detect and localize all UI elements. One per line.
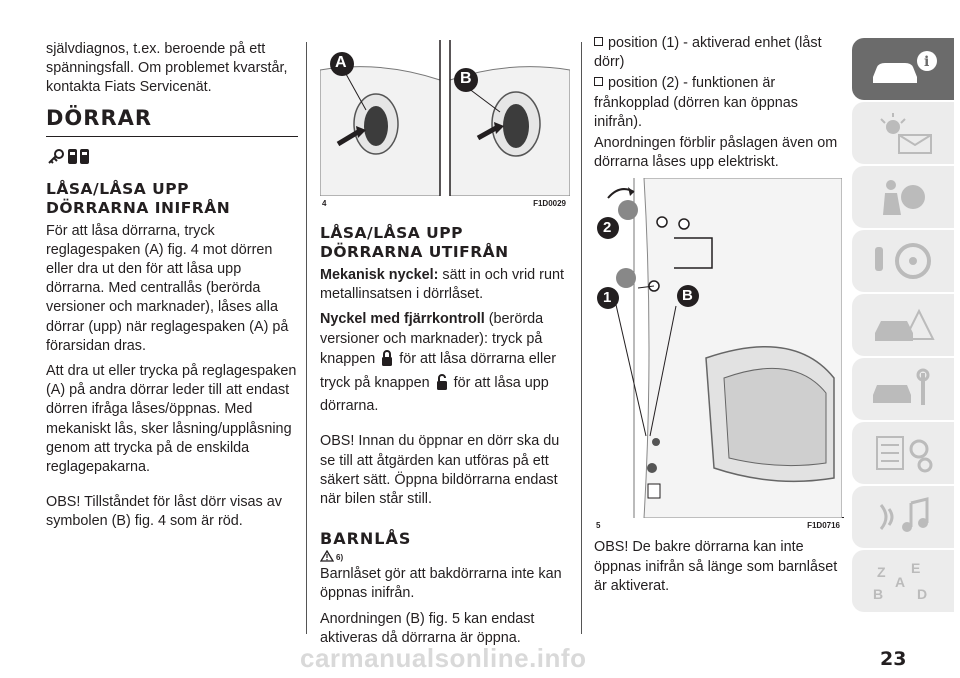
paragraph: För att låsa dörrarna, tryck reglagespak… bbox=[46, 222, 289, 354]
bullet-item: position (1) - aktiverad enhet (låst dör… bbox=[594, 34, 842, 72]
callout-b bbox=[454, 68, 478, 92]
tab-dashboard-lights[interactable] bbox=[852, 102, 954, 164]
column-1: självdiagnos, t.ex. beroende på ett spän… bbox=[46, 40, 298, 538]
paragraph-text: sätt in och vrid runt metallinsatsen i d… bbox=[320, 267, 564, 303]
figure-number: 5 bbox=[596, 521, 601, 531]
heading-lock-outside: LÅSA/LÅSA UPP DÖRRARNA UTIFRÅN bbox=[320, 224, 570, 262]
warning-number: 6) bbox=[336, 553, 344, 563]
figure-4: A B 4 F1D0029 bbox=[319, 40, 571, 208]
checkbox-bullet-icon bbox=[594, 37, 603, 46]
lock-open-icon bbox=[436, 373, 448, 397]
callout-a bbox=[330, 52, 354, 76]
figure-5: 2 1 B 5 F1D0716 bbox=[594, 177, 844, 530]
page-number: 23 bbox=[880, 648, 907, 670]
heading-lock-inside: LÅSA/LÅSA UPP DÖRRARNA INIFRÅN bbox=[46, 180, 298, 218]
lock-closed-icon bbox=[381, 349, 393, 373]
light-envelope-icon bbox=[880, 113, 932, 154]
heading-line: DÖRRARNA INIFRÅN bbox=[46, 198, 231, 217]
steering-wheel-icon bbox=[875, 243, 931, 279]
column-3: position (1) - aktiverad enhet (låst dör… bbox=[594, 34, 844, 602]
section-rule bbox=[46, 135, 298, 137]
bullet-text: position (1) - aktiverad enhet (låst dör… bbox=[594, 35, 822, 71]
tab-driving[interactable] bbox=[852, 230, 954, 292]
paragraph: OBS! Tillståndet för låst dörr visas av … bbox=[46, 494, 282, 530]
paragraph: Att dra ut eller trycka på reglagespaken… bbox=[46, 363, 297, 476]
watermark-text: carmanualsonline.info bbox=[300, 643, 587, 673]
paragraph: Anordningen (B) fig. 5 kan endast aktive… bbox=[320, 610, 535, 646]
checkbox-bullet-icon bbox=[594, 77, 603, 87]
paragraph-text: för att låsa upp dörrarna. bbox=[320, 375, 549, 415]
tab-technical-data[interactable] bbox=[852, 422, 954, 484]
callout-2 bbox=[597, 217, 619, 240]
paragraph: OBS! De bakre dörrarna kan inte öppnas i… bbox=[594, 539, 838, 594]
car-wrench-icon bbox=[873, 368, 930, 405]
intro-text: självdiagnos, t.ex. beroende på ett spän… bbox=[46, 41, 288, 96]
paragraph: Nyckel med fjärrkontroll (berörda versio… bbox=[320, 310, 570, 416]
svg-text:D: D bbox=[917, 586, 927, 602]
tab-emergency[interactable] bbox=[852, 294, 954, 356]
tab-maintenance[interactable] bbox=[852, 358, 954, 420]
bold-term: Mekanisk nyckel: bbox=[320, 267, 439, 283]
callout-2-label: 2 bbox=[603, 219, 612, 237]
child-lock-illustration bbox=[594, 177, 843, 519]
paragraph-text: för att låsa dörrarna eller tryck på kna… bbox=[320, 350, 556, 392]
heading-line: LÅSA/LÅSA UPP bbox=[320, 224, 463, 242]
chapter-sidebar: i bbox=[852, 38, 954, 614]
checklist-gear-icon bbox=[876, 436, 933, 473]
heading-line: LÅSA/LÅSA UPP bbox=[46, 179, 189, 198]
paragraph: Barnlåset gör att bakdörrarna inte kan ö… bbox=[320, 566, 562, 602]
door-lever-illustration bbox=[319, 40, 571, 197]
callout-b bbox=[677, 285, 699, 308]
tab-multimedia[interactable] bbox=[852, 486, 954, 548]
key-remote-icon bbox=[46, 145, 298, 172]
warning-icon bbox=[320, 550, 334, 562]
alphabet-index-icon: Z E A B D bbox=[873, 560, 927, 602]
column-divider bbox=[581, 42, 582, 634]
figure-code: F1D0716 bbox=[807, 521, 840, 531]
heading-line: DÖRRARNA UTIFRÅN bbox=[320, 243, 509, 261]
callout-a-label: A bbox=[335, 54, 347, 71]
figure-number: 4 bbox=[322, 199, 327, 208]
paragraph-text: (berörda versioner och marknader): tryck… bbox=[320, 311, 544, 367]
bullet-item: position (2) - funktionen är frånkopplad… bbox=[594, 74, 842, 132]
callout-b-label: B bbox=[460, 70, 472, 87]
paragraph: OBS! Innan du öppnar en dörr ska du se t… bbox=[320, 433, 560, 508]
airbag-icon bbox=[883, 180, 925, 215]
car-info-icon: i bbox=[873, 51, 937, 83]
callout-1 bbox=[597, 287, 619, 310]
tab-safety[interactable] bbox=[852, 166, 954, 228]
callout-b-label: B bbox=[682, 287, 693, 305]
emergency-icon bbox=[875, 308, 935, 341]
paragraph: Mekanisk nyckel: sätt in och vrid runt m… bbox=[320, 266, 570, 304]
paragraph: Anordningen förblir påslagen även om dör… bbox=[594, 135, 838, 171]
warning-ref: 6) bbox=[320, 550, 570, 562]
section-title-barnlas: BARNLÅS bbox=[320, 529, 412, 549]
section-title-dorrar: DÖRRAR bbox=[46, 105, 153, 130]
tab-index[interactable]: Z E A B D bbox=[852, 550, 954, 612]
bullet-text: position (2) - funktionen är frånkopplad… bbox=[594, 75, 799, 130]
column-divider bbox=[306, 42, 307, 634]
tab-car-info[interactable]: i bbox=[852, 38, 954, 100]
callout-1-label: 1 bbox=[603, 289, 612, 307]
svg-text:B: B bbox=[873, 586, 883, 602]
column-2: A B 4 F1D0029 LÅSA/LÅSA UPP DÖRRARNA UTI… bbox=[319, 40, 571, 654]
svg-text:i: i bbox=[924, 54, 929, 70]
svg-text:Z: Z bbox=[877, 564, 886, 580]
multimedia-icon bbox=[879, 497, 929, 532]
svg-text:E: E bbox=[911, 560, 920, 576]
bold-term: Nyckel med fjärrkontroll bbox=[320, 311, 485, 328]
figure-code: F1D0029 bbox=[533, 199, 566, 208]
svg-text:A: A bbox=[895, 574, 905, 590]
